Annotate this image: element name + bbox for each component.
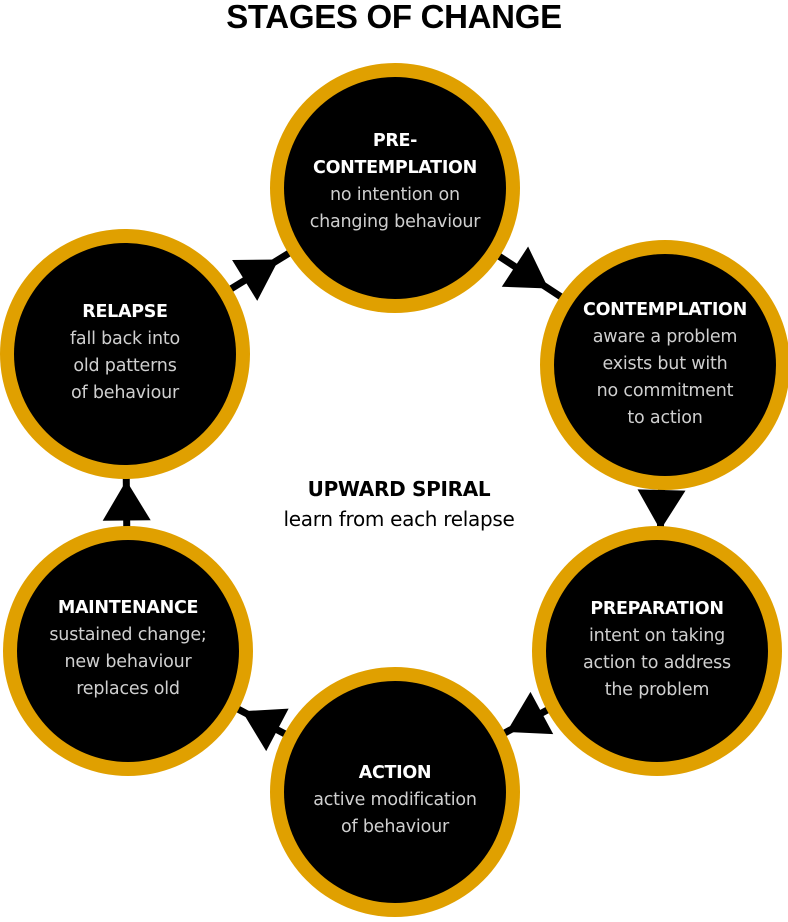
arrows-layer (102, 246, 686, 752)
stage-name: MAINTENANCE (57, 598, 199, 618)
center-caption: UPWARD SPIRAL learn from each relapse (244, 474, 554, 534)
arrow-head-icon (232, 259, 279, 301)
stage-name: PRE-CONTEMPLATION (313, 131, 477, 178)
stage-name: ACTION (358, 763, 432, 783)
arrow-head-icon (637, 489, 686, 530)
arrow-head-icon (501, 246, 549, 289)
stage-name: RELAPSE (82, 302, 168, 322)
diagram-title: STAGES OF CHANGE (226, 0, 562, 35)
stage-name: PREPARATION (590, 599, 724, 619)
stage-maintenance: MAINTENANCE sustained change;new behavio… (18, 595, 238, 703)
center-subtitle: learn from each relapse (283, 507, 515, 531)
arrow-head-icon (242, 708, 289, 752)
stage-circle-contemplation (554, 254, 776, 476)
stage-name: CONTEMPLATION (583, 300, 747, 320)
stage-circle-relapse (14, 243, 236, 465)
arrow-head-icon (506, 691, 554, 735)
stage-circle-preparation (546, 540, 768, 762)
stage-circle-pre-contemplation (284, 77, 506, 299)
arrow-head-icon (102, 480, 151, 521)
circles-layer (0, 63, 788, 917)
stage-circle-maintenance (17, 540, 239, 762)
center-title: UPWARD SPIRAL (307, 477, 491, 501)
stage-circle-action (284, 681, 506, 903)
